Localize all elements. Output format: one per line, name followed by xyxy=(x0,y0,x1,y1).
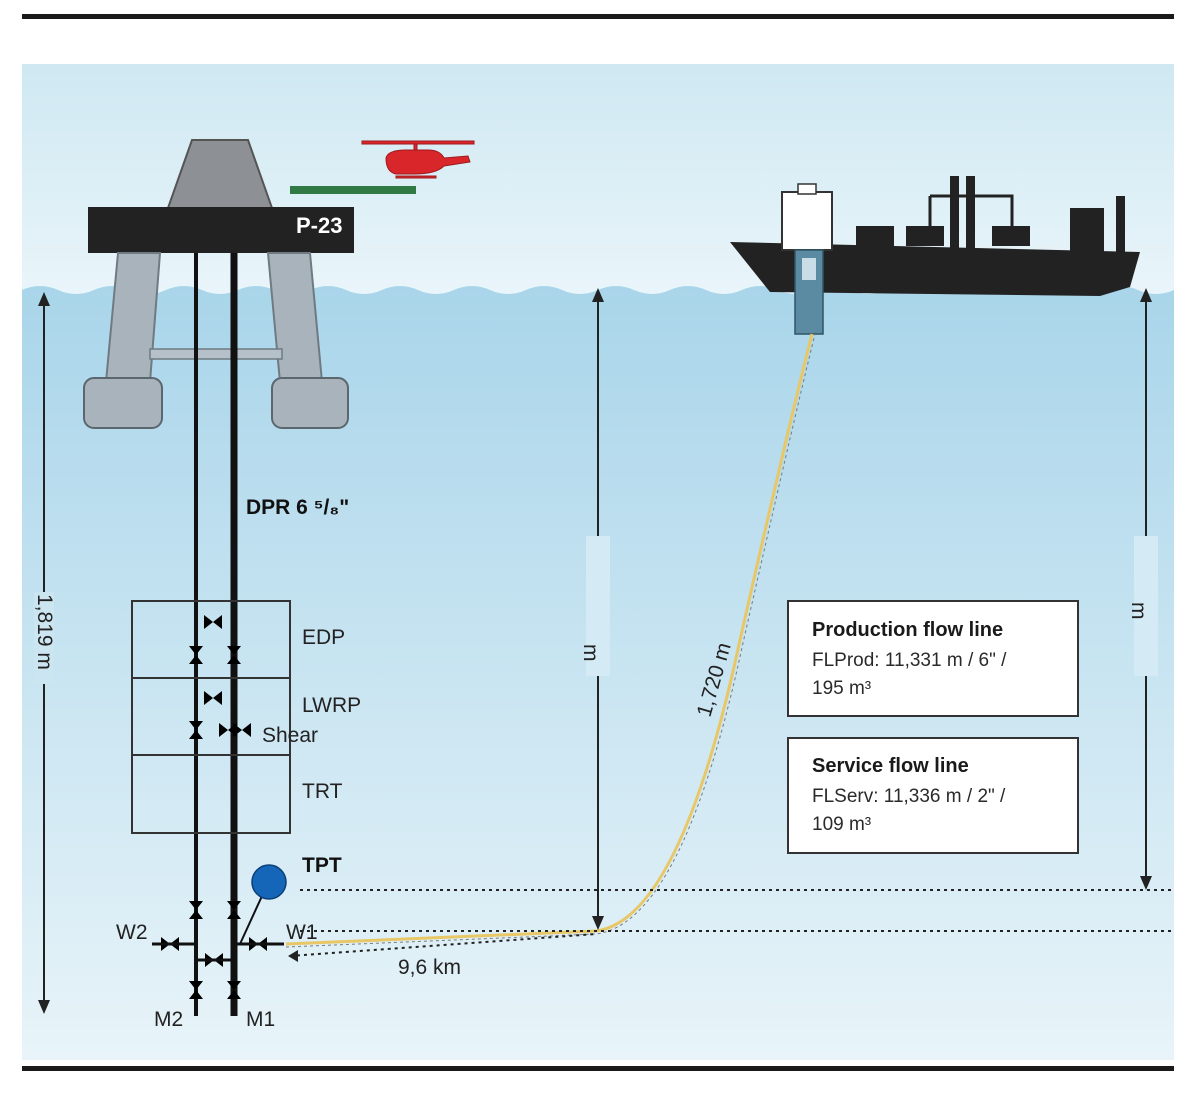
flowline-seabed xyxy=(285,333,814,946)
stack-edp: EDP xyxy=(302,626,345,649)
platform: P-23 xyxy=(83,139,416,429)
service-line1: FLServ: 11,336 m / 2" / xyxy=(812,786,1006,807)
label-w2: W2 xyxy=(116,921,148,944)
production-flow-box: Production flow line FLProd: 11,331 m / … xyxy=(787,600,1079,717)
label-w1: W1 xyxy=(286,921,318,944)
production-title: Production flow line xyxy=(812,619,1003,641)
bottom-rule xyxy=(22,1066,1174,1071)
service-line2: 109 m³ xyxy=(812,814,871,835)
service-flow-box: Service flow line FLServ: 11,336 m / 2" … xyxy=(787,737,1079,854)
ship-depth-label: m xyxy=(1127,602,1150,620)
stack-lwrp: LWRP xyxy=(302,694,361,717)
platform-name: P-23 xyxy=(296,213,342,238)
tpt-sensor-icon xyxy=(251,864,287,900)
service-title: Service flow line xyxy=(812,755,969,777)
production-line1: FLProd: 11,331 m / 6" / xyxy=(812,650,1007,671)
production-line2: 195 m³ xyxy=(812,678,871,699)
label-m2: M2 xyxy=(154,1008,183,1031)
platform-depth-label: 1,819 m xyxy=(33,594,56,670)
tpt-label: TPT xyxy=(302,854,342,877)
riser-label: DPR 6 ⁵/₈" xyxy=(246,496,349,519)
helicopter-icon xyxy=(361,140,475,179)
distance-label: 9,6 km xyxy=(398,956,461,979)
mid-depth-label: m xyxy=(579,644,602,662)
stack-trt: TRT xyxy=(302,780,343,803)
ship xyxy=(730,176,1140,335)
top-rule xyxy=(22,14,1174,19)
label-m1: M1 xyxy=(246,1008,275,1031)
helideck xyxy=(290,186,416,194)
bop-stack xyxy=(131,600,291,834)
stack-shear: Shear xyxy=(262,724,318,747)
